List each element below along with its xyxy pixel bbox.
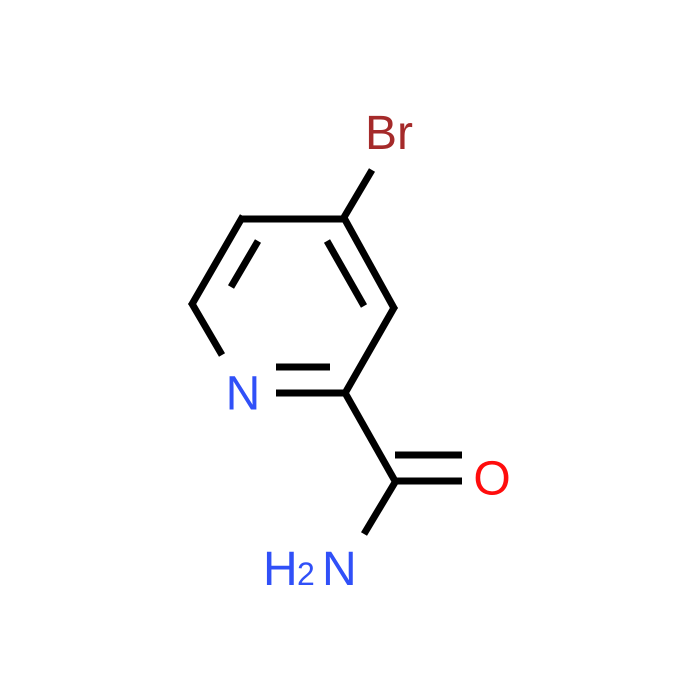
bond-c3-c4-inner [323,239,368,308]
bond-carbonyl-nh2 [360,477,401,536]
bond-c2-carbonyl [340,389,399,483]
bond-c6-n [187,300,226,357]
bond-c4-c5-inner [227,239,262,289]
bond-c4-br [339,168,376,221]
atom-oxygen: O [473,453,510,506]
atom-labels: Br N O H 2 N [226,107,511,596]
bond-c2-c3 [340,304,399,397]
atom-nitrogen-ring: N [226,368,261,421]
atom-amide-n: N [322,543,357,596]
bonds [187,168,462,536]
atom-bromine: Br [365,107,413,160]
bond-c5-c6 [187,214,247,308]
atom-amide-nh2: H 2 N [263,543,357,596]
atom-amide-subscript: 2 [297,556,315,592]
bond-c3-c4 [339,214,399,312]
atom-amide-h: H [263,543,298,596]
